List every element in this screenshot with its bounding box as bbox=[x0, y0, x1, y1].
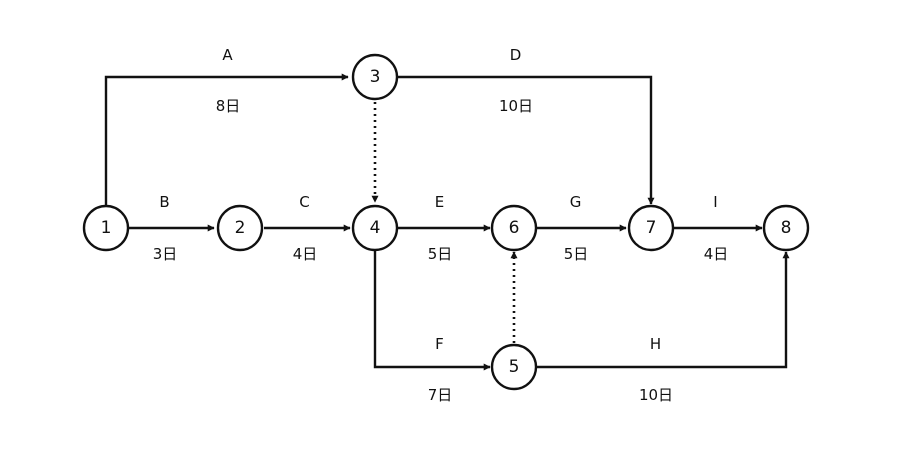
activity-A-name: A bbox=[222, 46, 233, 64]
activity-A-duration: 8日 bbox=[216, 97, 241, 115]
node-2: 2 bbox=[216, 204, 264, 252]
activity-H-arrow bbox=[537, 251, 790, 369]
activity-D-arrow bbox=[398, 75, 655, 205]
activity-F: F 7日 bbox=[373, 251, 491, 404]
node-3-label: 3 bbox=[370, 67, 381, 87]
node-6-label: 6 bbox=[509, 218, 520, 238]
nodes-layer: 1 2 3 4 5 6 7 8 bbox=[82, 53, 810, 391]
edges-layer: A 8日 B 3日 C 4日 D 10日 E 5日 bbox=[104, 46, 790, 404]
activity-E: E 5日 bbox=[398, 193, 491, 263]
activity-B-duration: 3日 bbox=[153, 245, 178, 263]
activity-H-name: H bbox=[650, 335, 662, 353]
activity-D: D 10日 bbox=[398, 46, 655, 205]
node-4: 4 bbox=[351, 204, 399, 252]
activity-H: H 10日 bbox=[537, 251, 790, 404]
node-1: 1 bbox=[82, 204, 130, 252]
activity-C-duration: 4日 bbox=[293, 245, 318, 263]
activity-F-arrow bbox=[373, 251, 491, 371]
activity-A-arrow bbox=[104, 73, 349, 206]
activity-D-name: D bbox=[510, 46, 523, 64]
node-2-label: 2 bbox=[235, 218, 246, 238]
activity-I-duration: 4日 bbox=[704, 245, 729, 263]
activity-I-name: I bbox=[713, 193, 718, 211]
node-3: 3 bbox=[351, 53, 399, 101]
activity-E-duration: 5日 bbox=[428, 245, 453, 263]
node-5-label: 5 bbox=[509, 357, 520, 377]
activity-F-duration: 7日 bbox=[428, 386, 453, 404]
node-7-label: 7 bbox=[646, 218, 657, 238]
activity-I: I 4日 bbox=[674, 193, 763, 263]
activity-B: B 3日 bbox=[128, 193, 215, 263]
activity-B-name: B bbox=[159, 193, 170, 211]
activity-G-name: G bbox=[570, 193, 583, 211]
node-8: 8 bbox=[762, 204, 810, 252]
activity-C-name: C bbox=[299, 193, 310, 211]
activity-A: A 8日 bbox=[104, 46, 349, 206]
activity-C: C 4日 bbox=[264, 193, 351, 263]
node-8-label: 8 bbox=[781, 218, 792, 238]
node-6: 6 bbox=[490, 204, 538, 252]
node-4-label: 4 bbox=[370, 218, 381, 238]
activity-H-duration: 10日 bbox=[639, 386, 673, 404]
activity-F-name: F bbox=[435, 335, 445, 353]
activity-G-duration: 5日 bbox=[564, 245, 589, 263]
node-7: 7 bbox=[627, 204, 675, 252]
node-5: 5 bbox=[490, 343, 538, 391]
activity-E-name: E bbox=[435, 193, 445, 211]
activity-G: G 5日 bbox=[537, 193, 627, 263]
activity-D-duration: 10日 bbox=[499, 97, 533, 115]
node-1-label: 1 bbox=[101, 218, 112, 238]
